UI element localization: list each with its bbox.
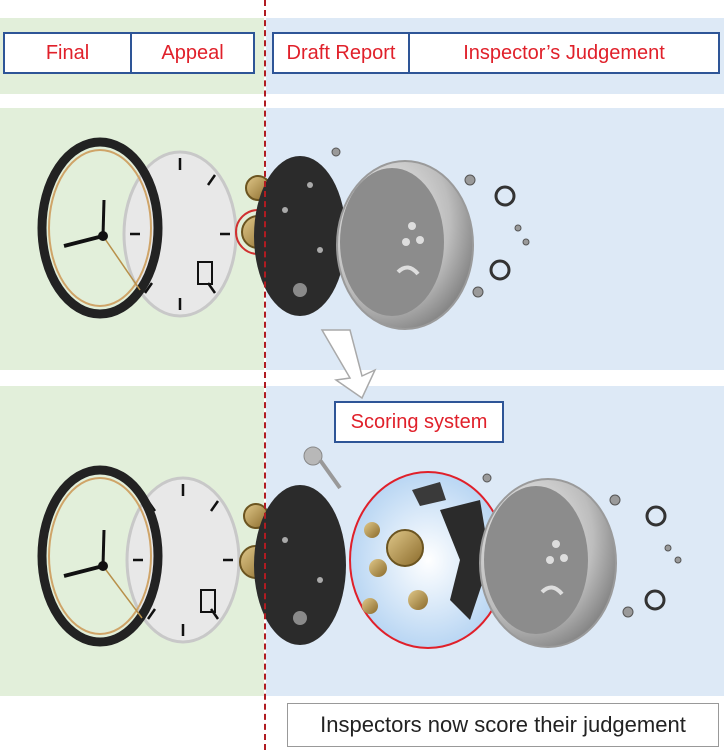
movement-plate-icon	[254, 485, 346, 645]
header-inspectors-judgement: Inspector’s Judgement	[408, 34, 718, 72]
down-arrow-icon	[320, 329, 377, 400]
scoring-system-highlight	[349, 471, 507, 649]
header-right-box: Draft Report Inspector’s Judgement	[272, 32, 720, 74]
screw-icon	[482, 473, 682, 618]
setting-lever-icon	[303, 446, 342, 490]
bottom-watch	[37, 446, 682, 649]
header-left-box: Final Appeal	[3, 32, 255, 74]
case-back-icon	[336, 160, 474, 330]
screw-icon	[331, 147, 530, 298]
watch-bezel-icon	[37, 137, 163, 319]
header-final: Final	[45, 41, 90, 64]
header-appeal: Appeal	[130, 34, 253, 72]
watch-hands-icon	[63, 529, 143, 619]
watch-bezel-icon	[37, 465, 163, 647]
case-back-icon	[479, 478, 617, 648]
scoring-system-label: Scoring system	[334, 401, 504, 443]
watch-hands-icon	[63, 199, 141, 291]
top-watch	[37, 137, 530, 330]
timeline-divider	[264, 0, 266, 750]
footer-note: Inspectors now score their judgement	[287, 703, 719, 747]
movement-plate-icon	[254, 156, 346, 316]
header-draft-report: Draft Report	[286, 41, 396, 64]
